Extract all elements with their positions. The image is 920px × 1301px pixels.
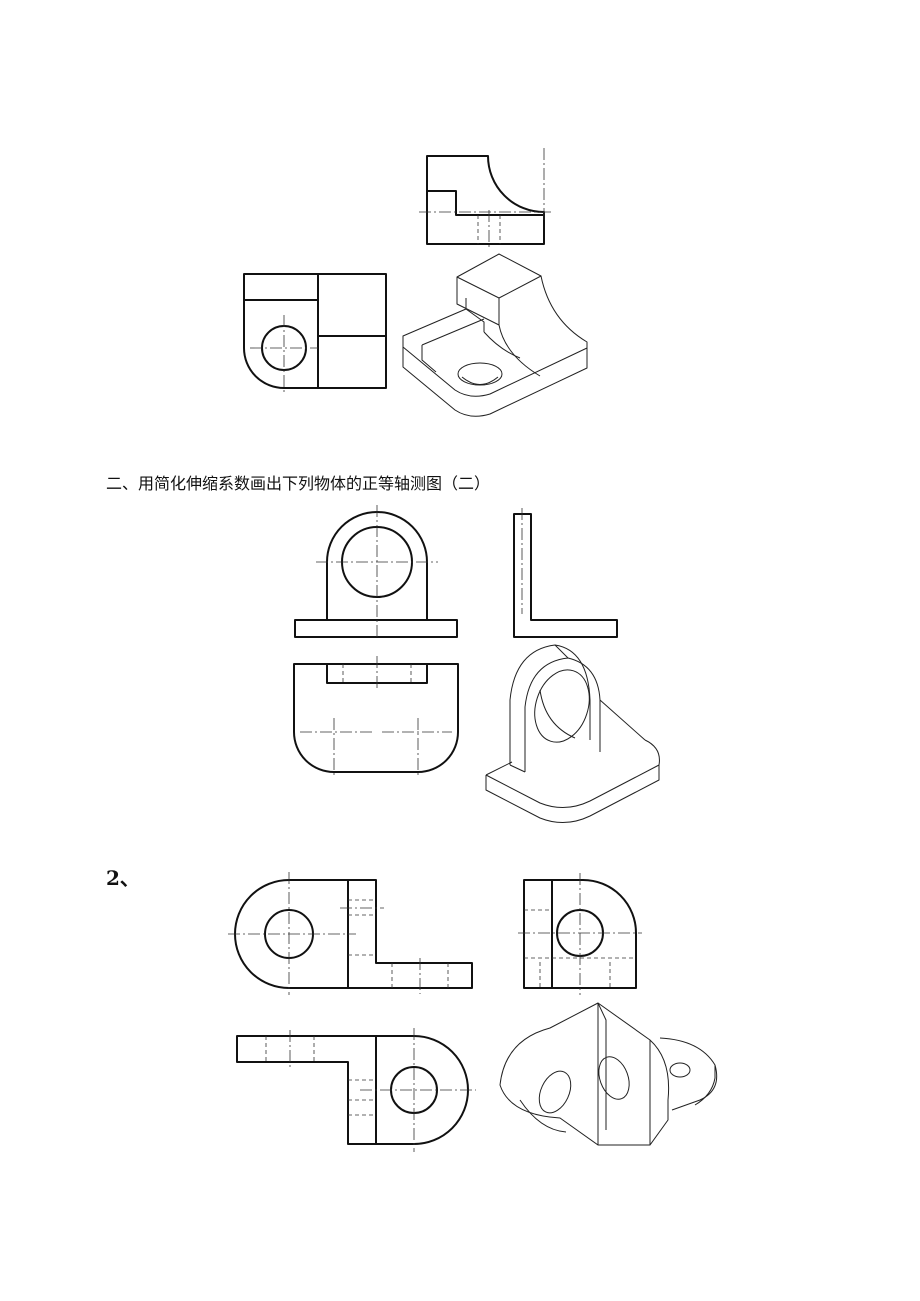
exercise-a-isometric-view bbox=[402, 253, 588, 417]
exercise-2-isometric-view bbox=[499, 1002, 718, 1146]
exercise-a-top-view bbox=[243, 273, 387, 394]
exercise-2-top-view bbox=[236, 1028, 476, 1152]
exercise-2-side-view bbox=[518, 873, 642, 995]
exercise-b-front-view bbox=[294, 505, 458, 640]
exercise-b-isometric-view bbox=[485, 644, 660, 823]
exercise-b-top-view bbox=[293, 656, 459, 778]
item-number: 2、 bbox=[106, 866, 140, 890]
exercise-b-side-view bbox=[513, 508, 618, 638]
exercise-2-front-view bbox=[228, 872, 473, 995]
section-heading: 二、用简化伸缩系数画出下列物体的正等轴测图（二） bbox=[106, 474, 491, 493]
exercise-a-front-view bbox=[419, 148, 552, 250]
